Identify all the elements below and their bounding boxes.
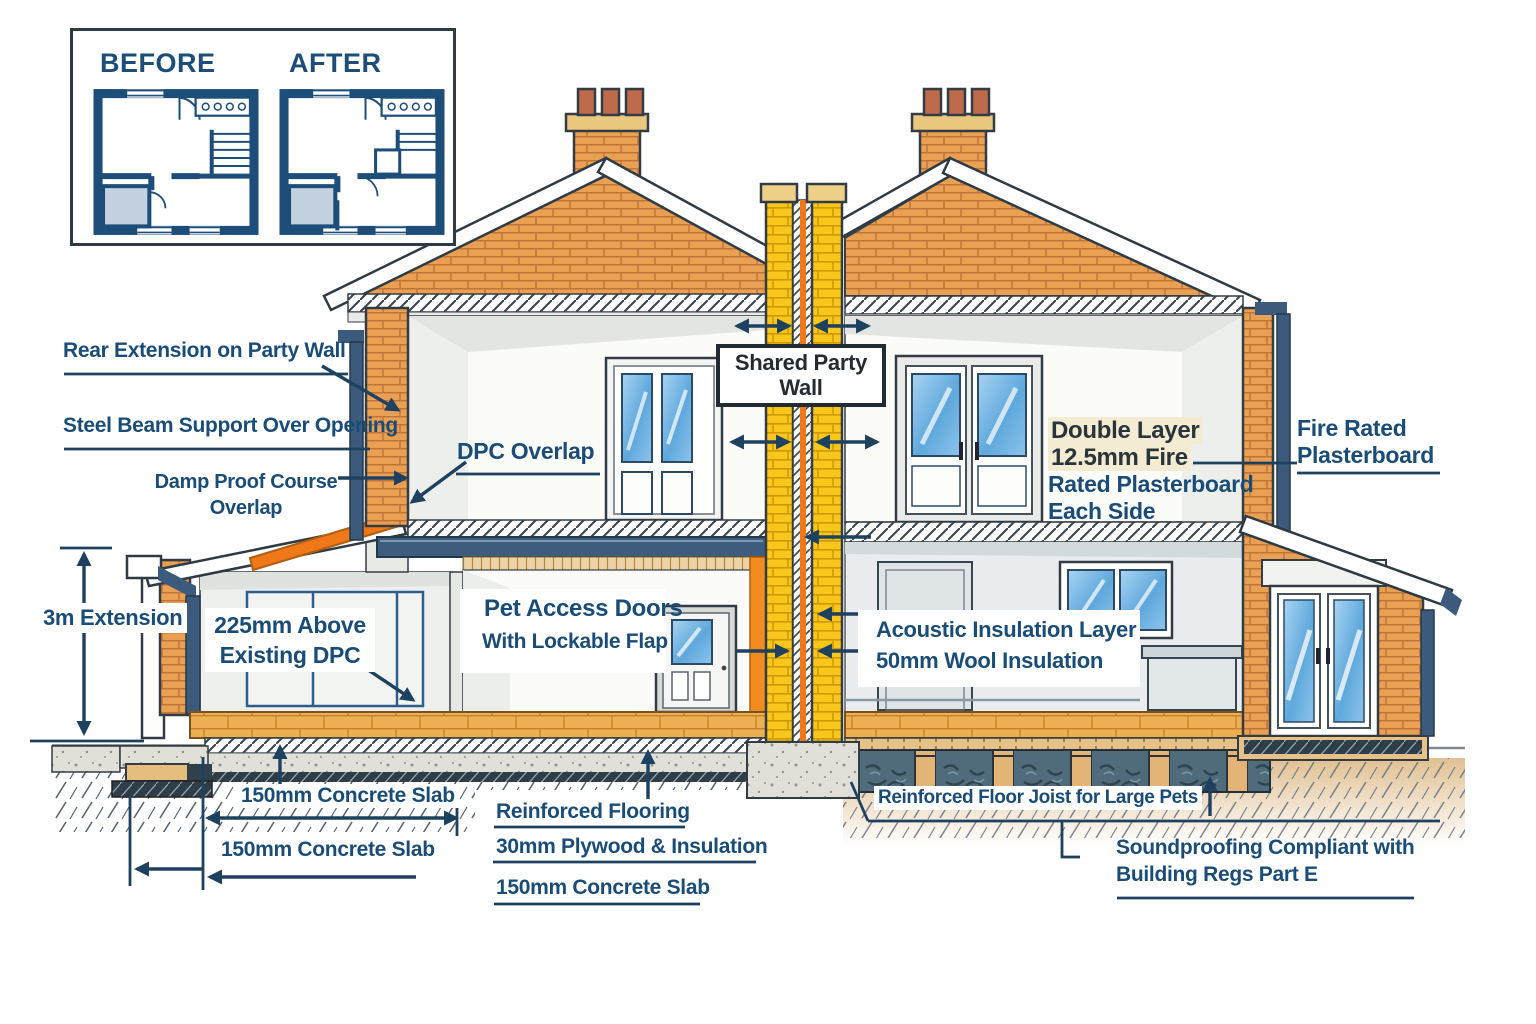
label-steel-beam: Steel Beam Support Over Opening xyxy=(63,414,398,437)
after-floor-plan xyxy=(279,89,445,235)
label-shared-party-wall: Shared Party Wall xyxy=(716,344,886,408)
label-225mm-above-dpc: 225mm Above Existing DPC xyxy=(205,608,375,672)
right-house xyxy=(828,87,1291,793)
right-wood-floor xyxy=(844,711,1244,739)
annotation-lines xyxy=(30,318,1440,906)
label-concrete-slab-dim-1: 150mm Concrete Slab xyxy=(237,784,459,809)
label-3m-extension: 3m Extension xyxy=(38,603,188,633)
left-upper-door xyxy=(604,356,724,522)
acoustic-label-panel xyxy=(858,610,1140,687)
right-extension-french-doors xyxy=(1268,584,1380,738)
label-soundproofing: Soundproofing Compliant with Building Re… xyxy=(1116,836,1415,886)
storage-chest xyxy=(1141,645,1243,711)
label-lockable-flap: With Lockable Flap xyxy=(482,630,668,653)
party-wall-dpc-line xyxy=(800,200,806,742)
label-concrete-slab-dim-2: 150mm Concrete Slab xyxy=(217,838,439,863)
extension-gutter xyxy=(125,554,163,580)
left-footing xyxy=(51,745,213,798)
label-damp-proof-course: Damp Proof Course Overlap xyxy=(154,471,338,519)
chimney-pot xyxy=(624,87,645,117)
label-pet-access-doors: Pet Access Doors xyxy=(484,595,683,622)
right-extension xyxy=(1237,514,1462,761)
chimney-pot xyxy=(970,87,991,117)
party-wall-foundation xyxy=(746,741,860,799)
left-wood-floor xyxy=(189,711,767,739)
label-dpc-overlap: DPC Overlap xyxy=(457,438,595,464)
label-reinforced-floor-joist: Reinforced Floor Joist for Large Pets xyxy=(874,786,1202,811)
after-title: AFTER xyxy=(289,48,382,78)
label-concrete-slab-3: 150mm Concrete Slab xyxy=(492,876,714,901)
label-double-layer-plasterboard: Double Layer 12.5mm Fire Rated Plasterbo… xyxy=(1048,417,1254,524)
left-exterior-brick-wall xyxy=(364,306,410,528)
right-extension-gutter xyxy=(1440,588,1462,616)
before-floor-plan xyxy=(93,89,259,235)
label-wool-insulation: 50mm Wool Insulation xyxy=(876,648,1104,673)
right-extension-downpipe xyxy=(1420,609,1435,737)
label-reinforced-flooring: Reinforced Flooring xyxy=(492,800,694,825)
pet-access-label-panel xyxy=(460,589,666,673)
right-downpipe xyxy=(1276,313,1291,535)
label-acoustic-insulation: Acoustic Insulation Layer xyxy=(876,617,1137,642)
pet-access-door xyxy=(654,604,738,714)
right-upper-french-doors xyxy=(894,354,1044,524)
label-plywood-insulation: 30mm Plywood & Insulation xyxy=(492,835,772,860)
chimney-pot xyxy=(576,87,597,117)
chimney-pot xyxy=(600,87,621,117)
before-title: BEFORE xyxy=(100,48,216,78)
party-wall-flashing-strip xyxy=(749,556,767,739)
extension-downpipe-elbow xyxy=(158,566,196,600)
extension-downpipe xyxy=(185,595,201,715)
left-downpipe xyxy=(349,341,364,541)
label-fire-rated-plasterboard: Fire Rated Plasterboard xyxy=(1297,415,1435,468)
before-after-panel: BEFORE AFTER xyxy=(70,28,456,246)
label-rear-extension: Rear Extension on Party Wall xyxy=(63,339,346,362)
chimney-pot xyxy=(922,87,943,117)
chimney-pot xyxy=(946,87,967,117)
